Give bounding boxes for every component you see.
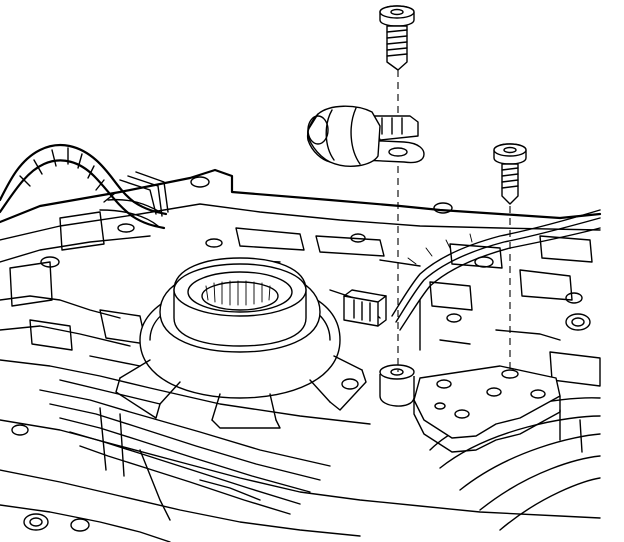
valve-passages xyxy=(39,389,331,521)
sensor-wiring xyxy=(391,209,601,331)
wiring-harness xyxy=(0,143,169,230)
bearing-hub xyxy=(115,257,367,429)
electrical-connector xyxy=(343,289,387,327)
speed-sensor xyxy=(306,105,425,167)
sensor-bolt xyxy=(379,5,415,71)
bracket-bolt xyxy=(493,143,527,205)
assembly-centerlines xyxy=(397,70,511,374)
mounting-bracket xyxy=(379,364,561,453)
